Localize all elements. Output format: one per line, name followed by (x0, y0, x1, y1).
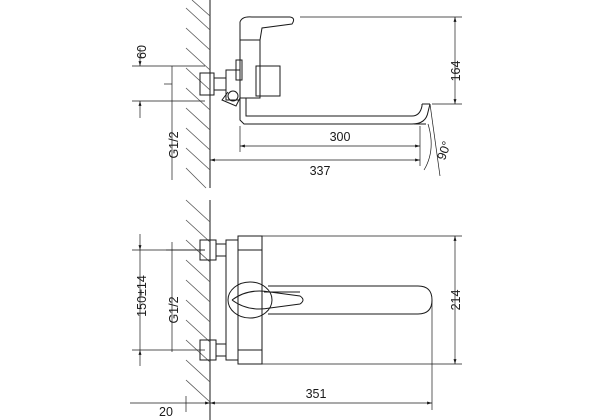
dim-angle: 90° (423, 103, 454, 177)
dim-351-label: 351 (306, 387, 327, 401)
dim-thread-side-label: G1/2 (167, 131, 181, 158)
dim-20: 20 (130, 396, 210, 419)
faucet-front-view (199, 235, 433, 365)
dim-164: 164 (300, 16, 463, 105)
dim-20-label: 20 (159, 405, 173, 419)
dim-300: 300 (239, 126, 421, 152)
dim-164-label: 164 (449, 61, 463, 82)
dim-300-label: 300 (330, 130, 351, 144)
wall-hatching-top (185, 0, 211, 189)
dim-337: 337 (210, 152, 421, 178)
wall-hatching-bottom (185, 199, 211, 420)
dim-150-label: 150±14 (135, 275, 149, 317)
dim-351: 351 (210, 300, 433, 410)
dim-angle-label: 90° (434, 139, 454, 162)
dim-60-label: 60 (135, 45, 149, 59)
dim-337-label: 337 (310, 164, 331, 178)
dim-thread-side: G1/2 (164, 66, 181, 180)
dim-150: 150±14 (132, 234, 205, 366)
dim-214-label: 214 (449, 290, 463, 311)
dim-214: 214 (262, 235, 463, 365)
dim-60: 60 (132, 45, 205, 118)
dim-thread-front: G1/2 (166, 242, 205, 352)
dim-thread-front-label: G1/2 (167, 296, 181, 323)
faucet-side-view (199, 16, 431, 125)
